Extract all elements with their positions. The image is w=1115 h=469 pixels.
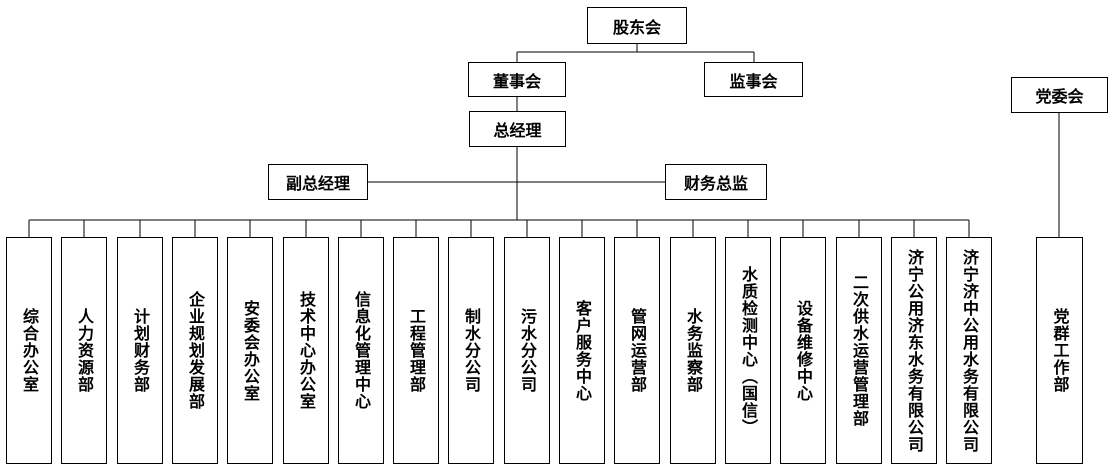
- party-department-box: 党群工作部: [1036, 237, 1083, 464]
- department-label: 计划财务部: [131, 308, 150, 393]
- cfo-label: 财务总监: [683, 174, 748, 193]
- supervisors-box: 监事会: [704, 62, 803, 97]
- department-box: 企业规划发展部: [172, 237, 218, 464]
- department-box: 客户服务中心: [559, 237, 605, 464]
- gm-box: 总经理: [469, 111, 566, 147]
- department-box: 设备维修中心: [780, 237, 826, 464]
- party-department-label: 党群工作部: [1050, 308, 1070, 393]
- deputy-gm-box: 副总经理: [268, 164, 368, 200]
- party-committee-label: 党委会: [1035, 87, 1084, 106]
- department-label: 企业规划发展部: [186, 291, 205, 410]
- department-label: 信息化管理中心: [352, 291, 371, 410]
- department-label: 污水分公司: [518, 308, 537, 393]
- department-label: 工程管理部: [407, 308, 426, 393]
- department-box: 信息化管理中心: [338, 237, 384, 464]
- department-box: 水质检测中心（国信）: [725, 237, 771, 464]
- department-box: 污水分公司: [504, 237, 550, 464]
- party-committee-box: 党委会: [1011, 77, 1108, 113]
- department-label: 水务监察部: [684, 308, 703, 393]
- department-label: 水质检测中心（国信）: [739, 265, 758, 436]
- department-label: 设备维修中心: [794, 299, 813, 402]
- department-box: 济宁公用济东水务有限公司: [891, 237, 937, 464]
- connector-dept-drops: [28, 220, 970, 237]
- department-label: 综合办公室: [20, 308, 39, 393]
- department-label: 管网运营部: [628, 308, 647, 393]
- department-box: 二次供水运营管理部: [836, 237, 882, 464]
- board-label: 董事会: [492, 71, 541, 91]
- department-label: 济宁济中公用水务有限公司: [960, 248, 979, 453]
- department-box: 制水分公司: [448, 237, 494, 464]
- department-box: 综合办公室: [6, 237, 52, 464]
- supervisors-label: 监事会: [729, 71, 778, 91]
- department-label: 安委会办公室: [241, 299, 260, 402]
- department-box: 技术中心办公室: [283, 237, 329, 464]
- department-box: 济宁济中公用水务有限公司: [946, 237, 992, 464]
- department-box: 安委会办公室: [227, 237, 273, 464]
- board-box: 董事会: [468, 62, 566, 97]
- deputy-gm-label: 副总经理: [285, 174, 350, 193]
- shareholders-label: 股东会: [612, 17, 661, 37]
- department-label: 技术中心办公室: [297, 291, 316, 410]
- department-label: 制水分公司: [462, 308, 481, 393]
- department-box: 管网运营部: [614, 237, 660, 464]
- department-label: 二次供水运营管理部: [850, 274, 869, 427]
- department-label: 人力资源部: [75, 308, 94, 393]
- department-box: 水务监察部: [670, 237, 716, 464]
- cfo-box: 财务总监: [665, 164, 767, 200]
- department-label: 客户服务中心: [573, 299, 592, 402]
- department-box: 工程管理部: [393, 237, 439, 464]
- department-label: 济宁公用济东水务有限公司: [905, 248, 924, 453]
- department-box: 计划财务部: [117, 237, 163, 464]
- department-box: 人力资源部: [61, 237, 107, 464]
- gm-label: 总经理: [493, 121, 542, 140]
- shareholders-box: 股东会: [587, 7, 687, 44]
